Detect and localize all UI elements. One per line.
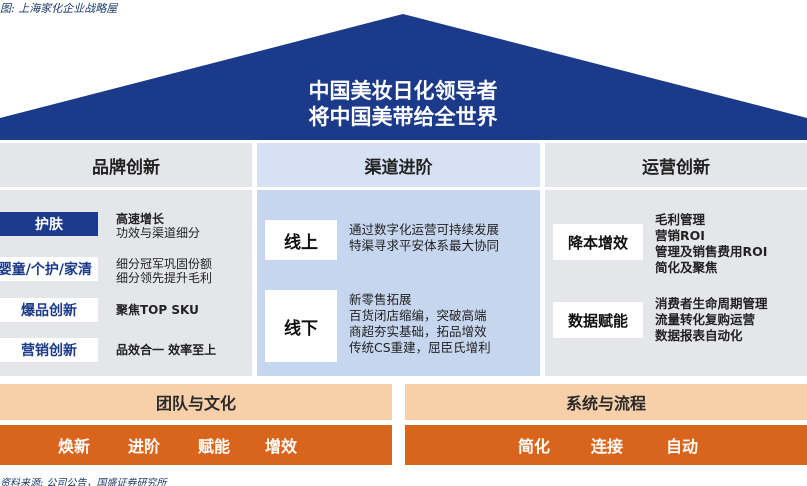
brand-tag-marketing: 营销创新 — [0, 338, 98, 362]
system-process-values-bar: 简化 连接 自动 — [405, 425, 807, 465]
brand-desc-line: 高速增长 — [116, 212, 165, 226]
data-line: 流量转化复购运营 — [655, 312, 756, 327]
brand-desc-hit-products: 聚焦TOP SKU — [116, 303, 199, 317]
brand-desc-line: 细分领先提升毛利 — [116, 271, 213, 285]
data-empowerment-items: 消费者生命周期管理 流量转化复购运营 数据报表自动化 — [655, 296, 768, 344]
brand-desc-line: 细分冠军巩固份额 — [116, 257, 213, 271]
system-value-item: 自动 — [666, 437, 699, 456]
offline-line: 传统CS重建，屈臣氏增利 — [349, 340, 491, 355]
source-caption: 资料来源: 公司公告，国盛证券研究所 — [0, 478, 167, 486]
system-value-item: 连接 — [591, 437, 624, 456]
data-empowerment-box: 数据赋能 — [553, 302, 643, 338]
roof-title-line2: 将中国美带给全世界 — [308, 105, 498, 129]
system-value-item: 简化 — [518, 437, 551, 456]
offline-line: 新零售拓展 — [349, 292, 412, 307]
brand-desc-marketing: 品效合一 效率至上 — [116, 343, 217, 357]
offline-box: 线下 — [265, 290, 337, 362]
brand-desc-line: 功效与渠道细分 — [116, 226, 201, 240]
brand-tag-baby-personal-home: 婴童/个护/家清 — [0, 257, 98, 281]
figure-caption: 图: 上海家化企业战略屋 — [0, 2, 118, 14]
roof-title-line1: 中国美妆日化领导者 — [308, 79, 498, 103]
brand-innovation-header: 品牌创新 — [0, 143, 252, 187]
brand-tag-skincare: 护肤 — [0, 212, 98, 236]
team-culture-values-bar: 焕新 进阶 赋能 增效 — [0, 425, 392, 465]
brand-desc-skincare: 高速增长 功效与渠道细分 — [116, 212, 200, 240]
team-value-item: 进阶 — [128, 437, 161, 456]
team-value-item: 增效 — [265, 437, 298, 456]
system-process-bar: 系统与流程 — [405, 384, 807, 420]
cost-efficiency-box: 降本增效 — [553, 224, 643, 260]
cost-line: 营销ROI — [655, 228, 705, 243]
offline-line: 商超夯实基础，拓品增效 — [349, 324, 487, 339]
offline-line: 百货闭店缩编，突破高端 — [349, 308, 487, 323]
operation-innovation-panel: 降本增效 毛利管理 营销ROI 管理及销售费用ROI 简化及聚焦 数据赋能 消费… — [545, 190, 807, 376]
channel-advance-header: 渠道进阶 — [257, 143, 540, 187]
operation-innovation-header: 运营创新 — [545, 143, 807, 187]
cost-line: 毛利管理 — [655, 212, 706, 227]
brand-tag-hit-products: 爆品创新 — [0, 298, 98, 322]
cost-efficiency-items: 毛利管理 营销ROI 管理及销售费用ROI 简化及聚焦 — [655, 212, 767, 276]
roof-shape — [0, 14, 807, 140]
online-line: 特渠寻求平安体系最大协同 — [349, 238, 500, 253]
team-value-item: 焕新 — [58, 437, 91, 456]
data-line: 消费者生命周期管理 — [655, 296, 768, 311]
offline-description: 新零售拓展 百货闭店缩编，突破高端 商超夯实基础，拓品增效 传统CS重建，屈臣氏… — [349, 292, 491, 356]
online-line: 通过数字化运营可持续发展 — [349, 222, 500, 237]
strategy-roof — [0, 12, 807, 140]
team-value-item: 赋能 — [198, 437, 231, 456]
brand-innovation-panel: 护肤 高速增长 功效与渠道细分 婴童/个护/家清 细分冠军巩固份额 细分领先提升… — [0, 190, 252, 376]
online-box: 线上 — [265, 220, 337, 260]
channel-advance-panel: 线上 通过数字化运营可持续发展 特渠寻求平安体系最大协同 线下 新零售拓展 百货… — [257, 190, 540, 376]
team-culture-bar: 团队与文化 — [0, 384, 392, 420]
cost-line: 管理及销售费用ROI — [655, 244, 768, 259]
cost-line: 简化及聚焦 — [655, 260, 718, 275]
data-line: 数据报表自动化 — [655, 328, 743, 343]
online-description: 通过数字化运营可持续发展 特渠寻求平安体系最大协同 — [349, 222, 499, 254]
brand-desc-baby-personal-home: 细分冠军巩固份额 细分领先提升毛利 — [116, 257, 212, 285]
